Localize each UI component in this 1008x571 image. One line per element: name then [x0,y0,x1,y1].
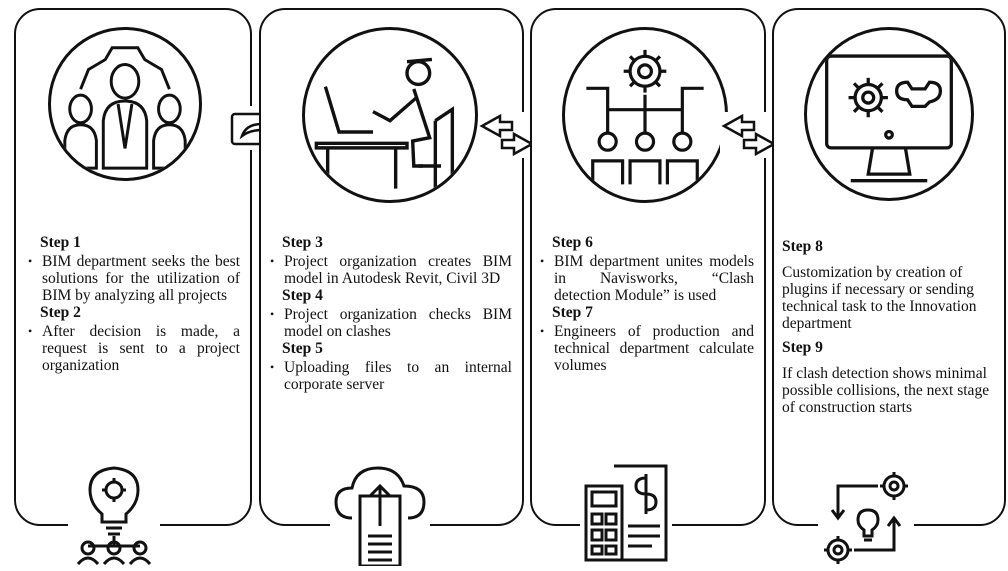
cloud-upload-document-icon [330,456,430,566]
step-3-item: Project organization creates BIM model i… [270,253,512,287]
calculator-invoice-icon [580,456,672,566]
step-5-list: Uploading files to an internal corporate… [270,359,512,393]
gears-idea-cycle-icon [818,466,914,568]
monitor-settings-icon [804,27,974,201]
step-7-title: Step 7 [552,304,593,321]
step-4-title: Step 4 [282,287,323,304]
panel-4-text: Step 8 Customization by creation of plug… [782,238,996,416]
step-6-title: Step 6 [552,234,593,251]
step-4-item: Project organization checks BIM model on… [270,306,512,340]
step-2-list: After decision is made, a request is sen… [28,323,240,374]
gear-network-users-icon [562,27,728,203]
step-3-list: Project organization creates BIM model i… [270,253,512,287]
step-8-text: Customization by creation of plugins if … [782,264,977,332]
step-3-title: Step 3 [282,234,323,251]
step-7-list: Engineers of production and technical de… [540,323,754,374]
step-1-title: Step 1 [40,234,81,251]
person-at-computer-icon [302,27,478,203]
step-2-item: After decision is made, a request is sen… [28,323,240,374]
team-network-icon [48,27,202,181]
idea-network-icon [68,456,160,566]
panel-1-text: Step 1 BIM department seeks the best sol… [28,234,240,374]
step-1-item: BIM department seeks the best solutions … [28,253,240,304]
step-2-title: Step 2 [40,304,81,321]
step-6-item: BIM department unites models in Naviswor… [540,253,754,304]
step-7-item: Engineers of production and technical de… [540,323,754,374]
panel-2-text: Step 3 Project organization creates BIM … [270,234,512,393]
step-8-title: Step 8 [782,238,823,255]
step-1-list: BIM department seeks the best solutions … [28,253,240,304]
step-5-item: Uploading files to an internal corporate… [270,359,512,393]
bidirectional-arrows-icon [720,112,778,158]
step-4-list: Project organization checks BIM model on… [270,306,512,340]
panel-3-text: Step 6 BIM department unites models in N… [540,234,754,374]
step-9-title: Step 9 [782,339,823,356]
bidirectional-arrows-icon [478,112,536,158]
step-5-title: Step 5 [282,340,323,357]
step-6-list: BIM department unites models in Naviswor… [540,253,754,304]
step-9-text: If clash detection shows minimal possibl… [782,365,990,416]
